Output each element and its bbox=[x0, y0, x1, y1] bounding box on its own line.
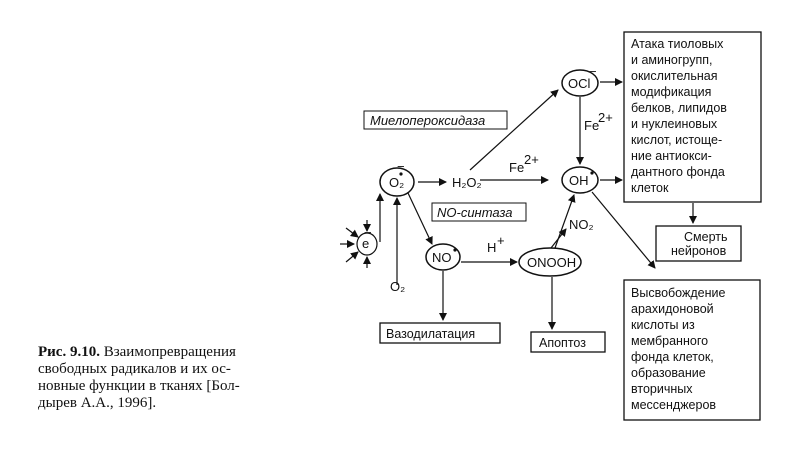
arrow-o2-to-no bbox=[407, 192, 433, 245]
arrow-oh-to-release bbox=[591, 191, 656, 269]
svg-text:NO-синтаза: NO-синтаза bbox=[437, 205, 512, 220]
radical-dot bbox=[399, 172, 403, 176]
box-text-line: Атака тиоловых bbox=[631, 37, 724, 51]
attack-box-text: Атака тиоловых и аминогрупп, окислительная… bbox=[631, 37, 727, 195]
box-text-line: клеток bbox=[631, 181, 669, 195]
svg-text:e: e bbox=[362, 236, 369, 251]
neuron-death-box: Смерть нейронов bbox=[655, 225, 742, 262]
node-o2: O₂ bbox=[390, 279, 405, 294]
node-no: NO bbox=[425, 243, 461, 271]
svg-text:Fe: Fe bbox=[509, 160, 524, 175]
caption-line: Рис. 9.10. Взаимопревращения bbox=[38, 344, 236, 360]
svg-text:Вазодилатация: Вазодилатация bbox=[386, 327, 475, 341]
no-synthase-label: NO-синтаза bbox=[431, 202, 527, 222]
release-box-text: Высвобождение арахидоновой кислоты из мембр… bbox=[631, 286, 725, 412]
attack-box: Атака тиоловых и аминогрупп, окислительная… bbox=[623, 31, 762, 203]
svg-text:Fe: Fe bbox=[584, 118, 599, 133]
box-text-line: арахидоновой bbox=[631, 302, 714, 316]
svg-text:2+: 2+ bbox=[598, 110, 613, 125]
node-o2-radical: O₂ − bbox=[379, 159, 415, 197]
box-text-line: окислительная bbox=[631, 69, 717, 83]
box-text-line: дантного фонда bbox=[631, 165, 725, 179]
svg-text:Апоптоз: Апоптоз bbox=[539, 336, 586, 350]
svg-text:Смерть: Смерть bbox=[684, 230, 728, 244]
box-text-line: вторичных bbox=[631, 382, 693, 396]
box-text-line: и нуклеиновых bbox=[631, 117, 718, 131]
svg-text:2+: 2+ bbox=[524, 152, 539, 167]
svg-text:нейронов: нейронов bbox=[671, 244, 727, 258]
svg-text:−: − bbox=[589, 64, 597, 79]
node-onooh: ONOOH bbox=[518, 247, 582, 277]
box-text-line: мессенджеров bbox=[631, 398, 716, 412]
caption-figure-number: Рис. 9.10. bbox=[38, 344, 100, 360]
svg-text:OH: OH bbox=[569, 173, 589, 188]
box-text-line: и аминогрупп, bbox=[631, 53, 712, 67]
box-text-line: Высвобождение bbox=[631, 286, 725, 300]
myeloperoxidase-label: Миелопероксидаза bbox=[363, 110, 508, 130]
radical-dot bbox=[590, 171, 594, 175]
box-text-line: модификация bbox=[631, 85, 711, 99]
svg-text:−: − bbox=[397, 159, 405, 174]
caption-line: новные функции в тканях [Бол- bbox=[38, 378, 240, 394]
svg-text:H: H bbox=[487, 240, 496, 255]
arrow-h2o2-to-ocl bbox=[469, 89, 559, 171]
svg-text:ONOOH: ONOOH bbox=[527, 255, 576, 270]
fe-top-label: Fe 2+ bbox=[584, 110, 613, 133]
box-text-line: кислоты из bbox=[631, 318, 695, 332]
box-text-line: ние антиокси- bbox=[631, 149, 712, 163]
box-text-line: образование bbox=[631, 366, 706, 380]
caption-line: свободных радикалов и их ос- bbox=[38, 361, 231, 377]
svg-text:−: − bbox=[364, 225, 372, 240]
no2-label: NO₂ bbox=[569, 217, 594, 232]
box-text-line: белков, липидов bbox=[631, 101, 727, 115]
node-oh: OH bbox=[561, 166, 599, 194]
node-h2o2: H₂O₂ bbox=[452, 175, 482, 190]
svg-text:NO: NO bbox=[432, 250, 452, 265]
radical-dot bbox=[453, 248, 457, 252]
node-electron: e − bbox=[356, 225, 378, 256]
svg-text:+: + bbox=[497, 233, 505, 248]
caption-line: дырев А.А., 1996]. bbox=[38, 395, 157, 411]
box-text-line: кислот, истоще- bbox=[631, 133, 722, 147]
box-text-line: фонда клеток, bbox=[631, 350, 714, 364]
h-plus-label: H + bbox=[487, 233, 505, 255]
arrow-onooh-to-no2 bbox=[550, 228, 567, 249]
arrow-electron-in-upper-left bbox=[345, 227, 359, 238]
apoptosis-box: Апоптоз bbox=[530, 331, 606, 353]
release-box: Высвобождение арахидоновой кислоты из мембр… bbox=[623, 279, 761, 421]
svg-text:O₂: O₂ bbox=[389, 175, 404, 190]
vasodilation-box: Вазодилатация bbox=[379, 322, 501, 344]
svg-text:Миелопероксидаза: Миелопероксидаза bbox=[370, 113, 485, 128]
svg-text:OCl: OCl bbox=[568, 76, 591, 91]
node-ocl: OCl − bbox=[561, 64, 599, 97]
fe-mid-label: Fe 2+ bbox=[509, 152, 539, 175]
box-text-line: мембранного bbox=[631, 334, 708, 348]
arrow-electron-in-lower-left bbox=[345, 251, 359, 263]
figure-caption: Рис. 9.10. Взаимопревращения свободных р… bbox=[38, 344, 318, 412]
